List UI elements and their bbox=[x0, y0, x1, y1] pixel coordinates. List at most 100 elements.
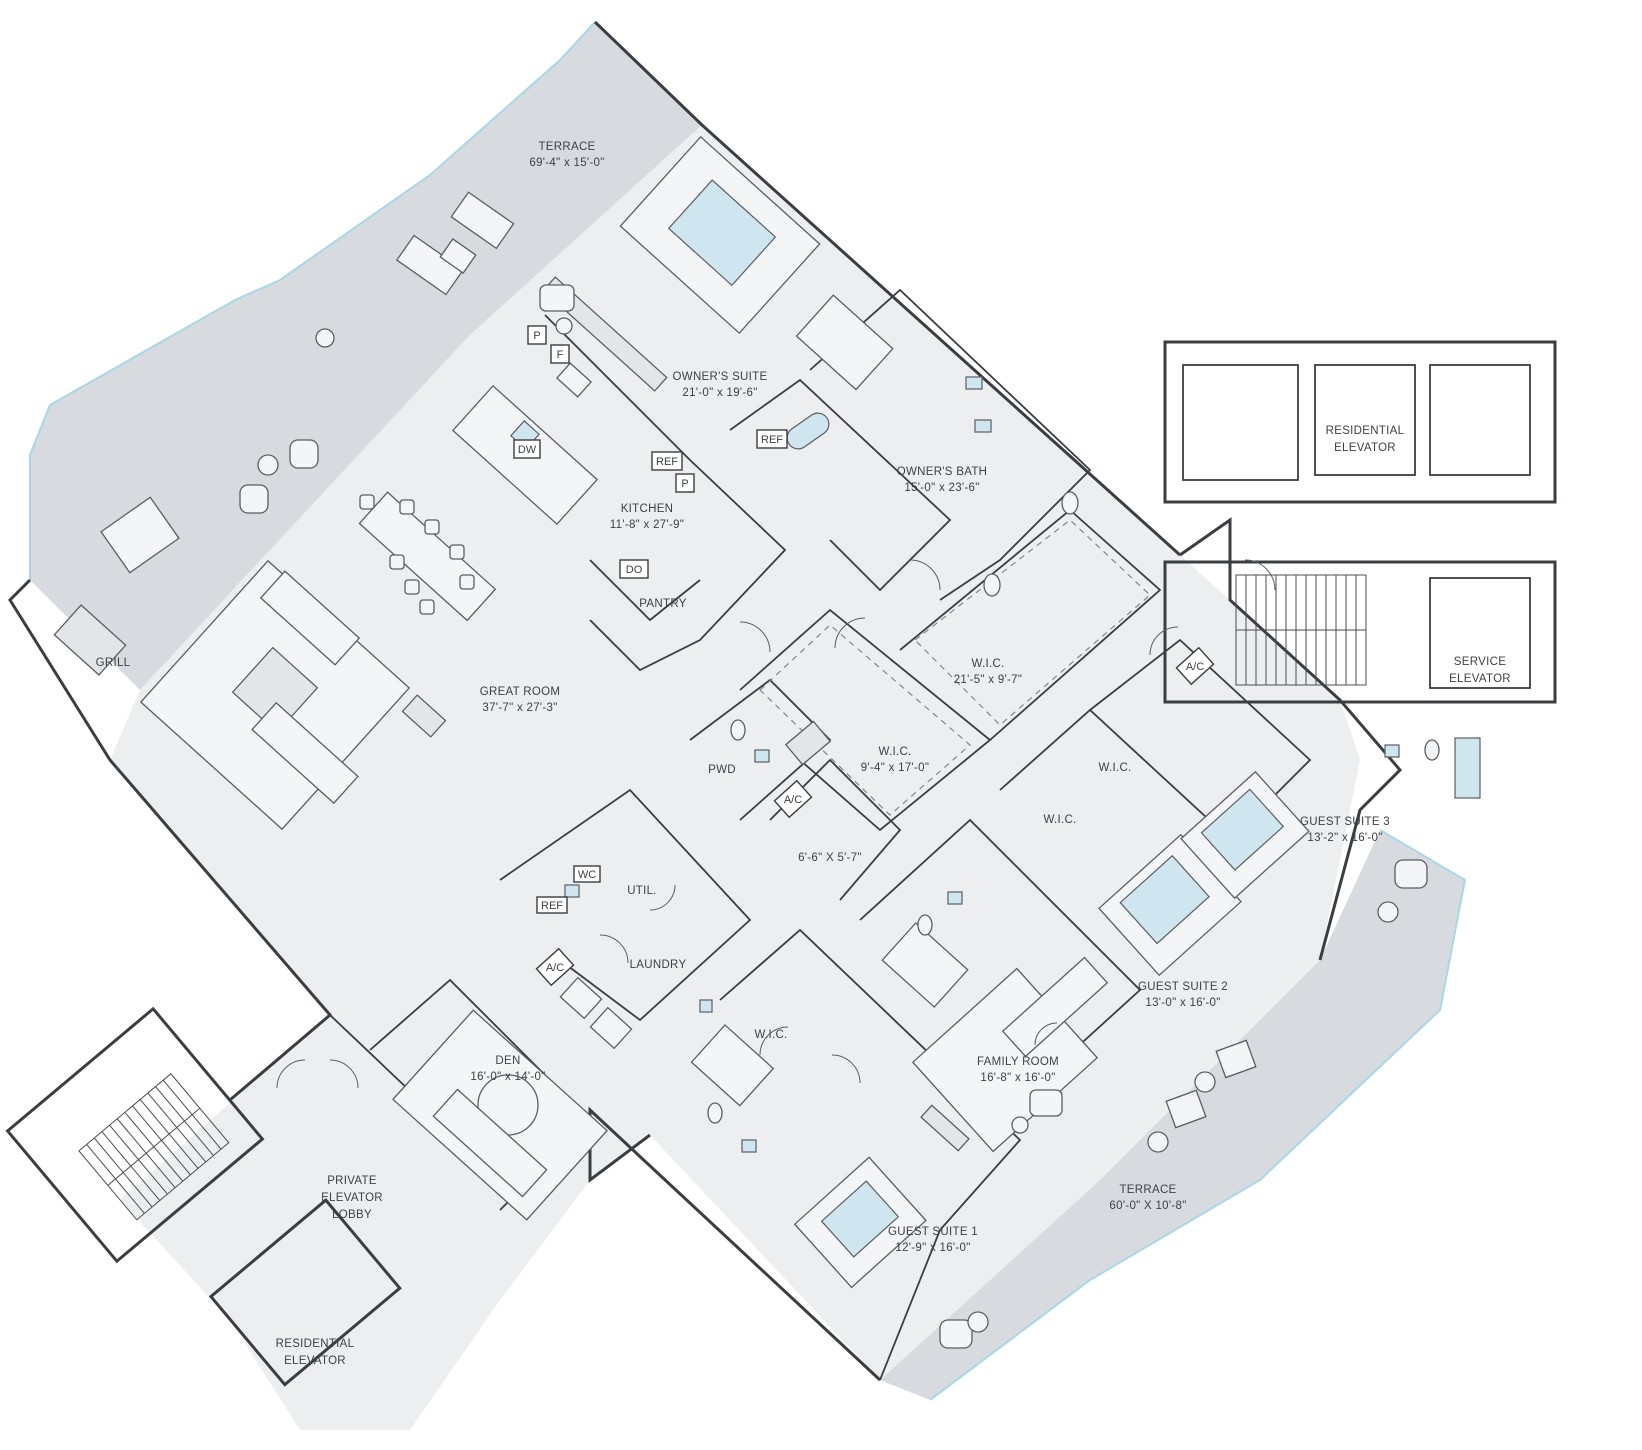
guest3-shower bbox=[1454, 737, 1481, 799]
laundry-sink-icon bbox=[699, 999, 713, 1013]
sofa-south bbox=[251, 701, 359, 805]
terrace-lounge-1 bbox=[939, 1319, 973, 1349]
wic-center-dim: 9'-4" x 17'-0" bbox=[861, 762, 930, 774]
den-sofa bbox=[432, 1088, 548, 1198]
bathtub bbox=[786, 412, 830, 450]
tag-dw: DW bbox=[513, 439, 541, 459]
guest-suite-1-label: GUEST SUITE 1 bbox=[888, 1226, 978, 1238]
den-label: DEN bbox=[495, 1055, 520, 1067]
owners-toilet-2 bbox=[983, 573, 1001, 597]
core-middle-right bbox=[1163, 560, 1557, 704]
pantry-wall bbox=[589, 559, 701, 622]
family-room-dim: 16'-8" x 16'-0" bbox=[980, 1072, 1055, 1084]
bath-sink-1-icon bbox=[965, 376, 983, 390]
lobby-label-3: LOBBY bbox=[332, 1209, 372, 1221]
lounge-chair-1 bbox=[239, 484, 269, 514]
tag-ac-center: A/C bbox=[773, 779, 813, 819]
residential-elevator-bottom-label-2: ELEVATOR bbox=[284, 1355, 346, 1367]
guest1-bed bbox=[820, 1180, 900, 1258]
svg-text:WC: WC bbox=[578, 869, 596, 881]
residential-elevator-bottom-shaft bbox=[208, 1198, 402, 1387]
wic-owner-label: W.I.C. bbox=[971, 658, 1004, 670]
terrace-bottom-label: TERRACE bbox=[1119, 1184, 1176, 1196]
bath-sink-2-icon bbox=[974, 419, 992, 433]
kitchen-label: KITCHEN bbox=[621, 503, 674, 515]
terrace-dining-table bbox=[100, 496, 180, 574]
family-armchair bbox=[1029, 1089, 1063, 1117]
guest-suite-3-dim: 13'-2" x 16'-0" bbox=[1307, 832, 1382, 844]
ottoman bbox=[401, 694, 447, 738]
terrace-table-1 bbox=[1194, 1071, 1216, 1093]
laundry-wall bbox=[499, 788, 752, 1022]
tag-ref-bath: REF bbox=[756, 429, 788, 449]
residential-elevator-bottom-label-1: RESIDENTIAL bbox=[276, 1338, 355, 1350]
pantry-label: PANTRY bbox=[639, 598, 686, 610]
guest3-bed bbox=[1200, 788, 1285, 871]
wic-center-wall bbox=[739, 608, 992, 832]
washer bbox=[559, 976, 603, 1020]
cooktop-icon bbox=[555, 362, 593, 398]
family-room-wall bbox=[859, 818, 1142, 1091]
tag-ref-laundry: REF bbox=[536, 896, 568, 914]
terrace-top-dim: 69'-4" x 15'-0" bbox=[529, 157, 604, 169]
grill-label: GRILL bbox=[96, 657, 131, 669]
pwd-sink-icon bbox=[754, 749, 770, 763]
core-top-right bbox=[1163, 340, 1557, 504]
kitchen-dim: 11'-8" x 27'-9" bbox=[610, 519, 684, 531]
svg-text:DO: DO bbox=[626, 564, 643, 576]
owners-bath-dim: 15'-0" x 23'-6" bbox=[904, 482, 979, 494]
svg-text:REF: REF bbox=[656, 456, 678, 468]
lounge-chair-2 bbox=[289, 439, 319, 469]
svg-text:P: P bbox=[681, 478, 688, 490]
owners-bath-wall bbox=[809, 288, 1092, 601]
dryer bbox=[589, 1006, 633, 1050]
svg-text:DW: DW bbox=[518, 444, 537, 456]
shaft-top-right bbox=[1429, 364, 1531, 476]
guest-suite-2-label: GUEST SUITE 2 bbox=[1138, 981, 1228, 993]
dining-chairs bbox=[359, 494, 475, 615]
owners-bed bbox=[667, 179, 777, 287]
terrace-table-2 bbox=[1147, 1131, 1169, 1153]
owners-suite-dim: 21'-0" x 19'-6" bbox=[682, 387, 757, 399]
svg-text:A/C: A/C bbox=[1186, 661, 1204, 673]
pwd-toilet bbox=[730, 719, 746, 741]
tag-p2: P bbox=[675, 473, 695, 493]
pwd-cabinet bbox=[784, 720, 832, 766]
svg-text:REF: REF bbox=[541, 900, 563, 912]
guest1-shower bbox=[690, 1024, 775, 1107]
family-side-table bbox=[1011, 1116, 1029, 1134]
terrace-table-3 bbox=[1377, 901, 1399, 923]
lobby-label-1: PRIVATE bbox=[327, 1175, 377, 1187]
family-sofa bbox=[1001, 956, 1109, 1058]
tag-do: DO bbox=[619, 559, 649, 579]
wic-guest1-label: W.I.C. bbox=[754, 1029, 787, 1041]
terrace-bottom-glass bbox=[929, 829, 1467, 1401]
tag-p1: P bbox=[527, 325, 547, 345]
guest1-wall bbox=[719, 928, 1022, 1381]
kitchen-wall bbox=[544, 314, 787, 672]
guest2-bed bbox=[1119, 854, 1210, 945]
guest3-sink-icon bbox=[1384, 744, 1400, 758]
pwd-label: PWD bbox=[708, 764, 736, 776]
tag-ac-laundry: A/C bbox=[535, 947, 575, 987]
owners-toilet bbox=[1061, 491, 1079, 515]
tag-wc: WC bbox=[573, 865, 601, 883]
residential-elevator-top-label-1: RESIDENTIAL bbox=[1326, 425, 1405, 437]
svg-text:A/C: A/C bbox=[784, 794, 802, 806]
great-room-label: GREAT ROOM bbox=[480, 686, 561, 698]
svg-text:P: P bbox=[533, 330, 540, 342]
grill-counter bbox=[53, 604, 127, 676]
family-room-label: FAMILY ROOM bbox=[977, 1056, 1059, 1068]
sofa-north bbox=[259, 570, 361, 666]
wc-sink-icon bbox=[564, 884, 580, 898]
wic-center-label: W.I.C. bbox=[878, 746, 911, 758]
service-elevator-shaft bbox=[1429, 577, 1531, 689]
outer-wall-east bbox=[1179, 517, 1403, 961]
guest-suite-1-dim: 12'-9" x 16'-0" bbox=[895, 1242, 970, 1254]
terrace-sofa bbox=[395, 234, 465, 296]
terrace-planter bbox=[315, 328, 335, 348]
terrace-side-table bbox=[439, 238, 477, 274]
family-console bbox=[920, 1104, 970, 1152]
stair-treads-bottom bbox=[78, 1073, 230, 1221]
